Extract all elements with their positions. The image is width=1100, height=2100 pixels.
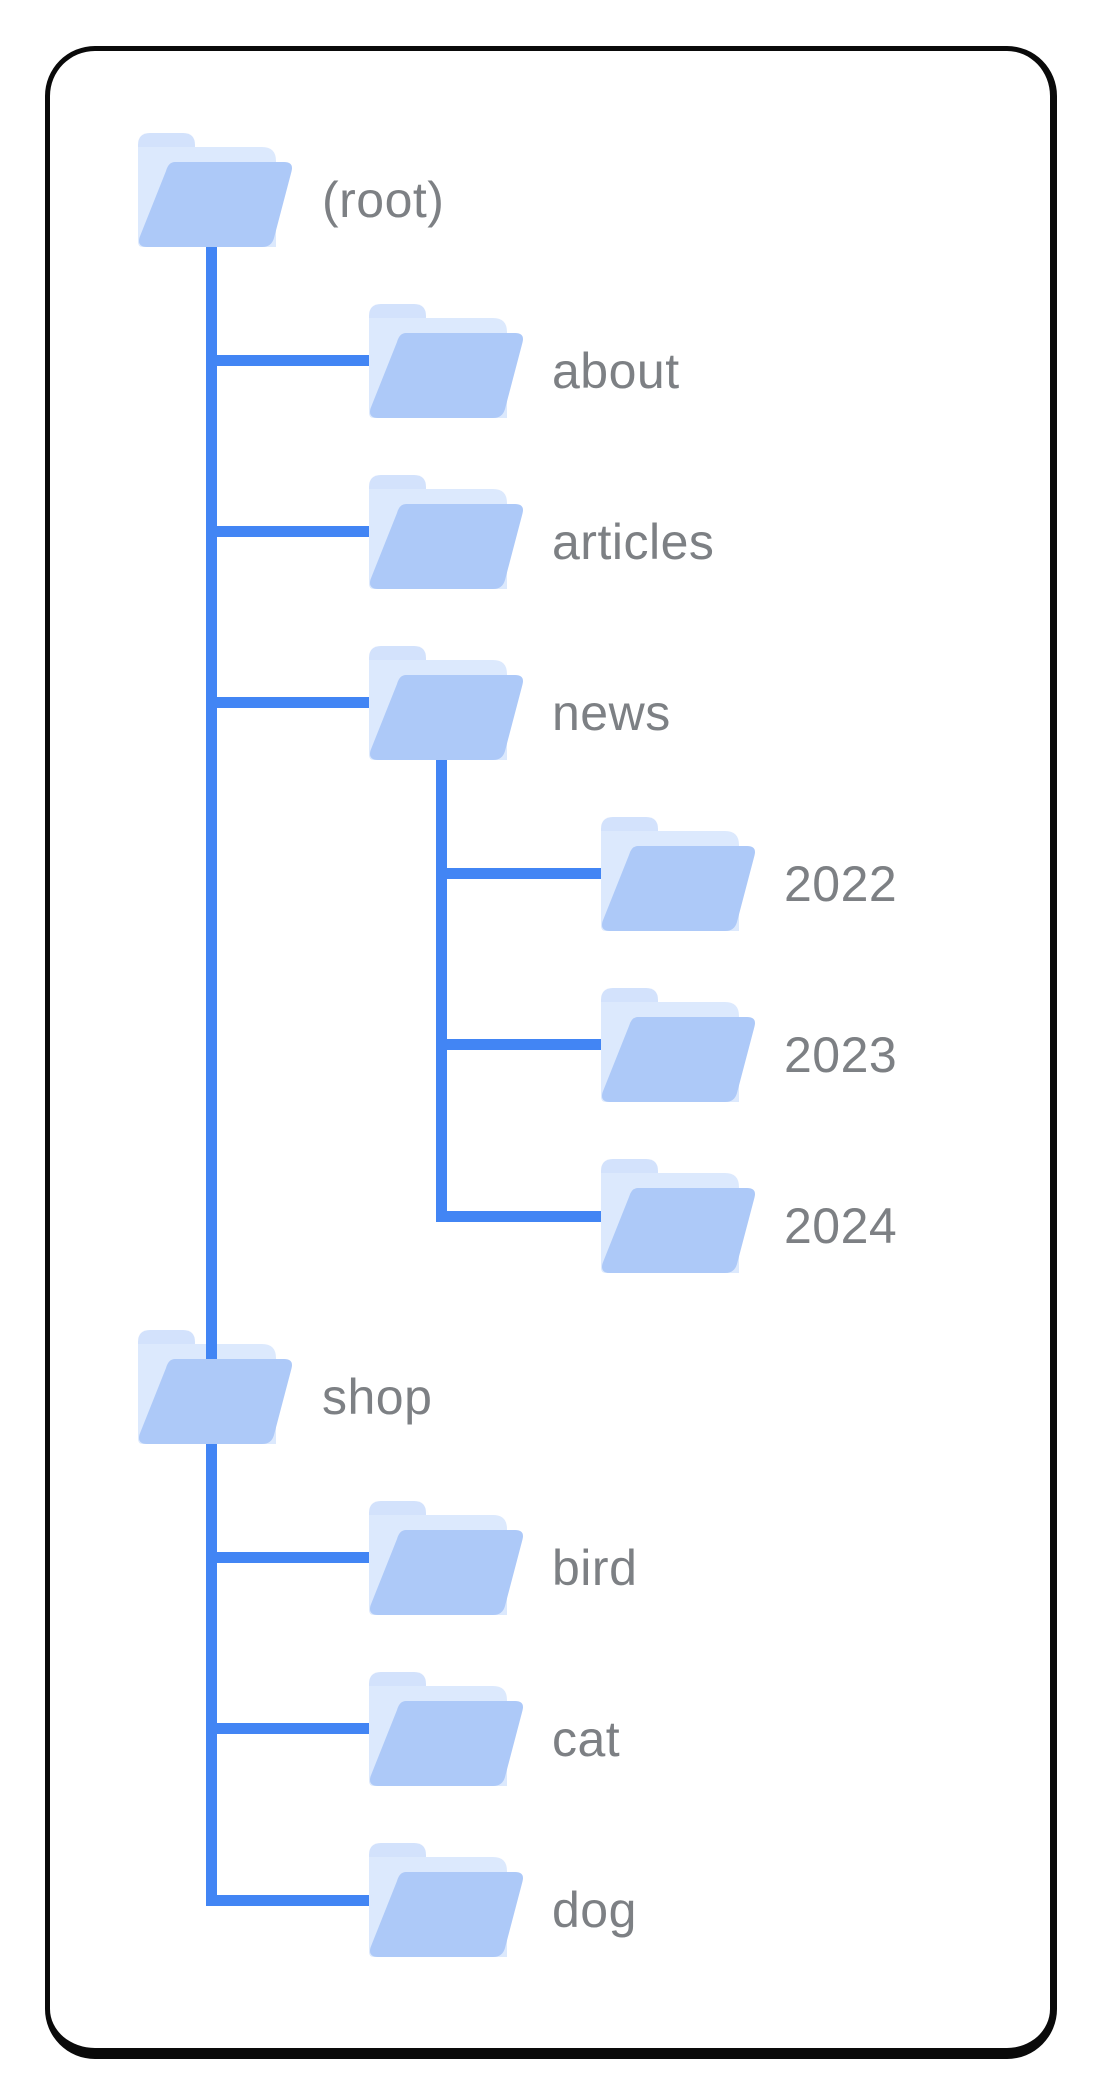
- folder-icon-2022: [601, 817, 755, 931]
- label-dog: dog: [552, 1882, 637, 1938]
- label-2024: 2024: [784, 1198, 898, 1254]
- folder-icon-dog: [369, 1843, 523, 1957]
- label-about: about: [552, 343, 680, 399]
- label-cat: cat: [552, 1711, 621, 1767]
- folder-icon-cat: [369, 1672, 523, 1786]
- branch-2024: [436, 1211, 604, 1222]
- branch-2023: [436, 1039, 604, 1050]
- folder-icon-about: [369, 304, 523, 418]
- folder-icon-bird: [369, 1501, 523, 1615]
- branch-dog: [206, 1895, 371, 1906]
- folder-icon-2023: [601, 988, 755, 1102]
- branch-articles: [206, 526, 371, 537]
- label-2023: 2023: [784, 1027, 898, 1083]
- label-bird: bird: [552, 1540, 638, 1596]
- branch-bird: [206, 1552, 371, 1563]
- folder-icon-news: [369, 646, 523, 760]
- trunk-news: [436, 752, 447, 1222]
- branch-cat: [206, 1723, 371, 1734]
- folder-icon-articles: [369, 475, 523, 589]
- branch-about: [206, 355, 371, 366]
- card-frame: [45, 46, 1057, 2059]
- folder-icon-2024: [601, 1159, 755, 1273]
- trunk-root: [206, 242, 217, 1906]
- branch-2022: [436, 868, 604, 879]
- label-root: (root): [322, 172, 445, 228]
- label-articles: articles: [552, 514, 715, 570]
- branch-news: [206, 697, 371, 708]
- folder-icon-root: [138, 133, 292, 247]
- label-shop: shop: [322, 1369, 433, 1425]
- label-2022: 2022: [784, 856, 898, 912]
- folder-icon-shop: [139, 1359, 292, 1444]
- label-news: news: [552, 685, 671, 741]
